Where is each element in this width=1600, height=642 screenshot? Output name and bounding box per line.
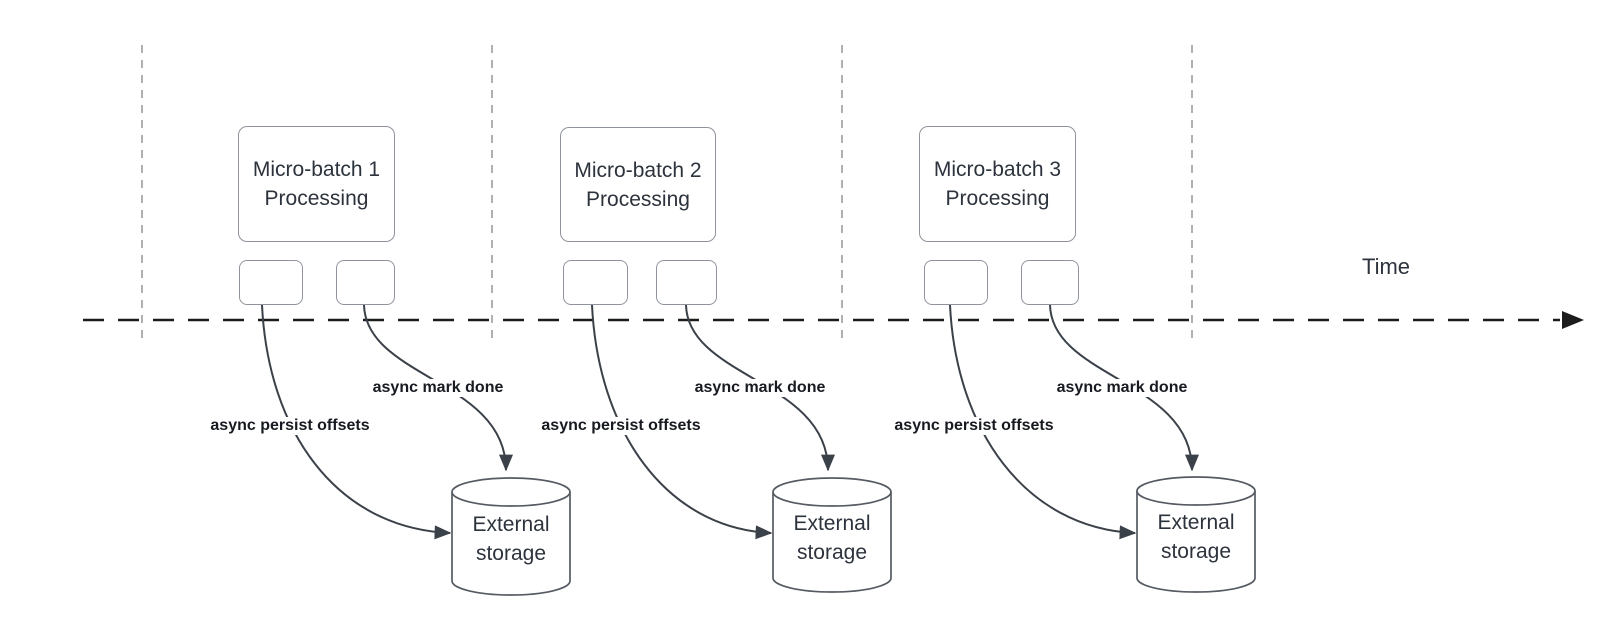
task-box-2-right: [656, 260, 717, 305]
micro-batch-2-box-label: Micro-batch 2 Processing: [574, 158, 702, 211]
micro-batch-2-box: Micro-batch 2 Processing: [560, 127, 716, 242]
external-storage-label-1: External storage: [472, 513, 550, 565]
external-storage-label-3: External storage: [1157, 511, 1235, 563]
external-storage-cylinder-1: [451, 477, 571, 596]
persist-offsets-label-2: async persist offsets: [538, 417, 704, 435]
task-box-1-right: [336, 260, 395, 305]
task-box-3-left: [924, 260, 988, 305]
mark-done-label-2: async mark done: [691, 379, 829, 397]
persist-offsets-label-1: async persist offsets: [207, 417, 373, 435]
persist-offsets-arrow-3: [949, 304, 1137, 540]
persist-offsets-label-3: async persist offsets: [891, 417, 1057, 435]
persist-offsets-arrow-1: [261, 304, 452, 540]
persist-offsets-arrow-2: [591, 304, 773, 540]
mark-done-label-1: async mark done: [369, 379, 507, 397]
external-storage-cylinder-3: [1136, 476, 1256, 593]
task-box-3-right: [1021, 260, 1079, 305]
mark-done-label-3: async mark done: [1053, 379, 1191, 397]
external-storage-cylinder-2: [772, 477, 892, 593]
time-axis-label: Time: [1361, 254, 1411, 279]
task-box-2-left: [563, 260, 628, 305]
micro-batch-3-box: Micro-batch 3 Processing: [919, 126, 1076, 242]
external-storage-label-2: External storage: [793, 512, 871, 564]
time-axis-arrowhead: [1562, 311, 1584, 329]
micro-batch-1-box-label: Micro-batch 1 Processing: [252, 158, 381, 210]
micro-batch-1-box: Micro-batch 1 Processing: [238, 126, 395, 242]
micro-batch-3-box-label: Micro-batch 3 Processing: [933, 158, 1062, 210]
task-box-1-left: [239, 260, 303, 305]
